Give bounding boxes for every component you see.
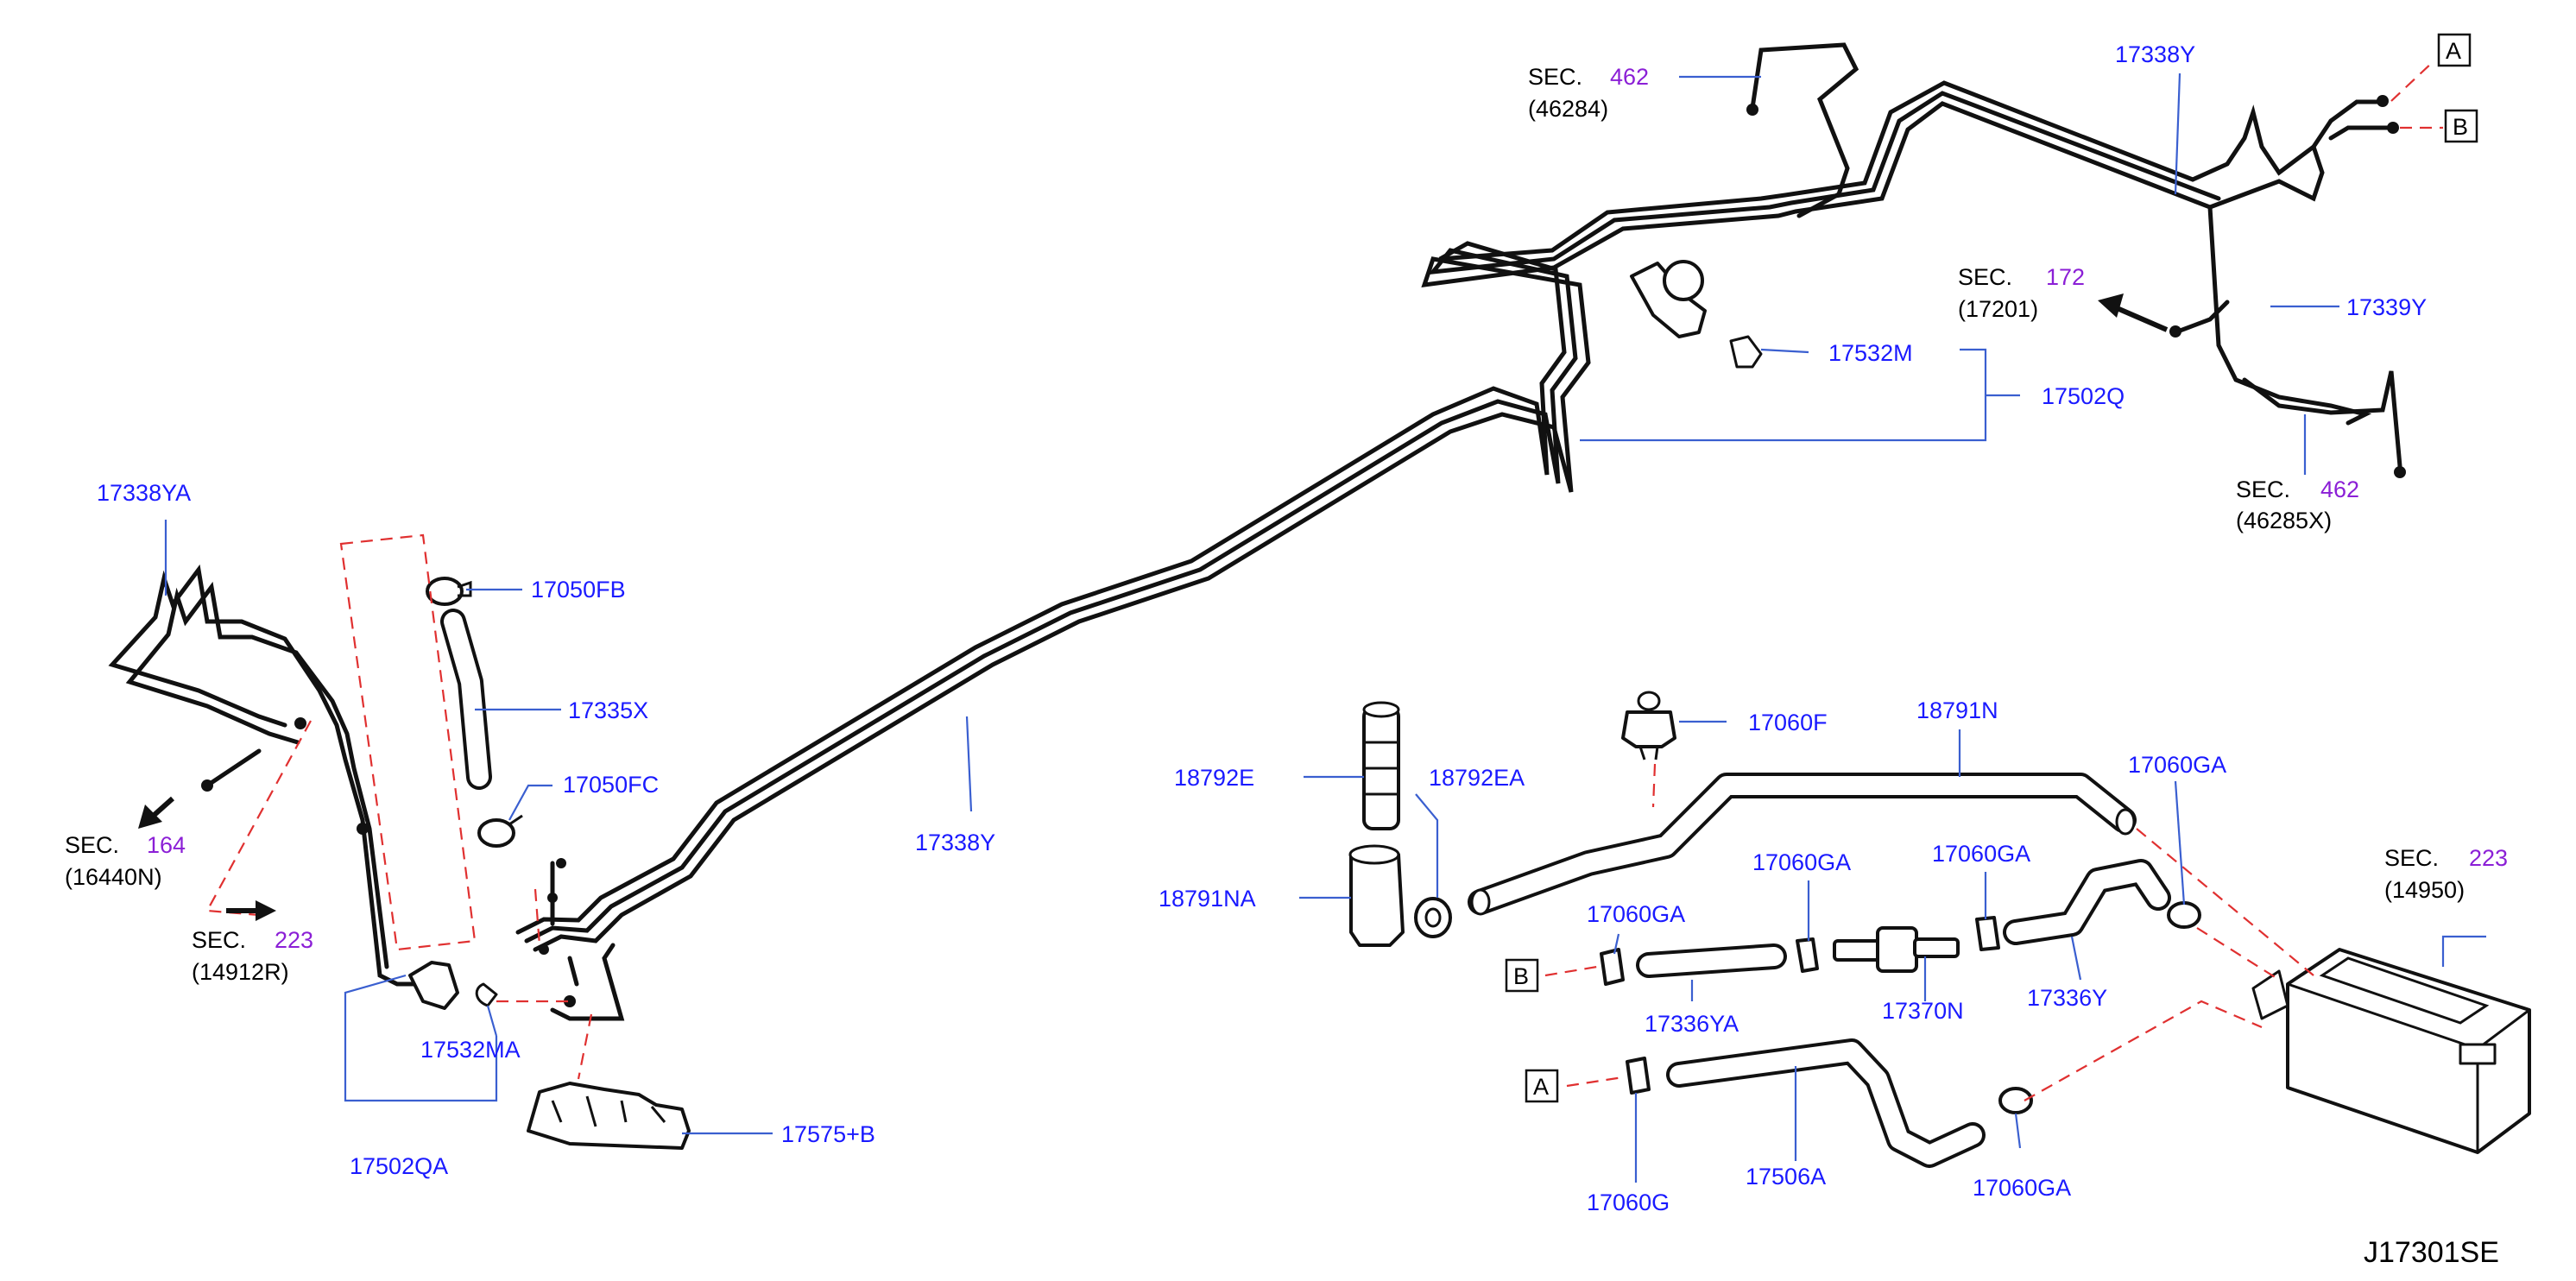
sec-462-right[interactable]: SEC. 462 (46285X) <box>2236 476 2359 533</box>
label-17506a[interactable]: 17506A <box>1746 1164 1826 1190</box>
part-labels: 17338YA 17050FB 17335X 17050FC 17532MA 1… <box>97 41 2427 1215</box>
clamp-17060g[interactable] <box>1626 1057 1651 1095</box>
label-18791na[interactable]: 18791NA <box>1159 886 1256 912</box>
direction-arrows <box>138 293 2169 921</box>
main-pipe-assembly <box>515 42 2406 952</box>
svg-text:B: B <box>2453 114 2468 140</box>
label-17050fb[interactable]: 17050FB <box>531 577 626 603</box>
clamp-17050fc[interactable] <box>477 814 523 848</box>
label-17532ma[interactable]: 17532MA <box>420 1037 521 1063</box>
label-17336y[interactable]: 17336Y <box>2027 985 2107 1011</box>
diagram-code: J17301SE <box>2364 1236 2499 1269</box>
canister-14950[interactable] <box>2251 948 2531 1154</box>
marker-a-hose[interactable]: A <box>1525 1069 1559 1103</box>
hose-17335x[interactable] <box>440 609 492 790</box>
connector-17532ma[interactable] <box>408 961 498 1010</box>
sec-223-right[interactable]: SEC. 223 (14950) <box>2384 845 2508 903</box>
label-17338y-center[interactable]: 17338Y <box>915 830 995 855</box>
label-17338y-top[interactable]: 17338Y <box>2115 41 2195 67</box>
connector-17532m-group[interactable] <box>1630 260 1763 369</box>
svg-text:223: 223 <box>275 927 313 953</box>
marker-a-top[interactable]: A <box>2437 33 2472 67</box>
arrow-icon <box>226 900 276 921</box>
left-pipe-17338ya <box>108 564 625 1021</box>
svg-text:(17201): (17201) <box>1958 296 2038 322</box>
svg-text:(16440N): (16440N) <box>65 864 162 890</box>
svg-text:462: 462 <box>2320 476 2359 502</box>
svg-text:A: A <box>1533 1074 1549 1100</box>
clamp-17050fb[interactable] <box>426 577 472 606</box>
svg-text:(14950): (14950) <box>2384 877 2465 903</box>
connector-18792e[interactable] <box>1362 701 1400 830</box>
label-17502qa[interactable]: 17502QA <box>350 1153 448 1179</box>
svg-text:223: 223 <box>2469 845 2508 871</box>
marker-b-top[interactable]: B <box>2444 109 2478 143</box>
check-valve-17370n[interactable] <box>1833 926 1960 973</box>
label-17060ga-right[interactable]: 17060GA <box>2128 752 2226 778</box>
connection-markers: A B B A <box>1505 33 2478 1103</box>
dashed-reference-lines <box>205 60 2443 1101</box>
section-references: SEC. 462 (46284) SEC. 172 (17201) SEC. 4… <box>65 64 2508 985</box>
label-17532m[interactable]: 17532M <box>1828 340 1913 366</box>
label-17050fc[interactable]: 17050FC <box>563 772 659 798</box>
sec-462-top[interactable]: SEC. 462 (46284) <box>1528 64 1649 122</box>
label-17338ya[interactable]: 17338YA <box>97 480 191 506</box>
hose-17336ya[interactable] <box>1636 943 1787 978</box>
svg-text:SEC.: SEC. <box>2236 476 2290 502</box>
svg-text:SEC.: SEC. <box>65 832 119 858</box>
label-17335x[interactable]: 17335X <box>568 697 648 723</box>
clamp-17060ga-bottom[interactable] <box>1998 1087 2033 1114</box>
svg-text:(46285X): (46285X) <box>2236 508 2332 533</box>
label-17339y[interactable]: 17339Y <box>2346 294 2427 320</box>
svg-text:462: 462 <box>1610 64 1649 90</box>
leader-lines <box>164 73 2486 1183</box>
svg-text:SEC.: SEC. <box>1528 64 1582 90</box>
arrow-icon <box>2098 293 2169 332</box>
hose-17336y[interactable] <box>2003 859 2171 945</box>
svg-text:164: 164 <box>147 832 186 858</box>
label-17370n[interactable]: 17370N <box>1882 998 1964 1024</box>
clamp-17060ga-mid2[interactable] <box>1975 916 2000 951</box>
marker-b-hose[interactable]: B <box>1505 958 1539 993</box>
svg-text:A: A <box>2446 38 2461 64</box>
label-17060ga-b[interactable]: 17060GA <box>1587 901 1685 927</box>
label-17060f[interactable]: 17060F <box>1748 710 1828 735</box>
label-17575b[interactable]: 17575+B <box>781 1121 875 1147</box>
left-small-parts <box>408 577 691 1150</box>
label-17060g[interactable]: 17060G <box>1587 1190 1670 1215</box>
label-18791n[interactable]: 18791N <box>1916 697 1998 723</box>
label-17336ya[interactable]: 17336YA <box>1645 1011 1739 1037</box>
svg-text:(46284): (46284) <box>1528 96 1608 122</box>
label-17060ga-mid1[interactable]: 17060GA <box>1752 849 1851 875</box>
clamp-17060ga-b[interactable] <box>1600 948 1625 986</box>
label-17060ga-mid2[interactable]: 17060GA <box>1932 841 2030 867</box>
svg-text:SEC.: SEC. <box>2384 845 2439 871</box>
clamp-17060ga-right[interactable] <box>2167 901 2201 929</box>
clamp-17060ga-mid1[interactable] <box>1796 937 1819 973</box>
sec-223-left[interactable]: SEC. 223 (14912R) <box>192 927 313 985</box>
grommet-18792ea[interactable] <box>1414 897 1452 938</box>
bracket-17575b[interactable] <box>527 1082 691 1150</box>
hose-18791na[interactable] <box>1348 844 1405 947</box>
arrow-icon <box>138 796 174 829</box>
svg-text:172: 172 <box>2046 264 2085 290</box>
hose-18791n[interactable] <box>1468 773 2137 916</box>
svg-text:B: B <box>1513 963 1529 989</box>
svg-text:SEC.: SEC. <box>192 927 246 953</box>
svg-text:SEC.: SEC. <box>1958 264 2012 290</box>
right-hose-group <box>1348 691 2531 1168</box>
sec-172[interactable]: SEC. 172 (17201) <box>1958 264 2085 322</box>
label-18792ea[interactable]: 18792EA <box>1429 765 1525 791</box>
hose-17506a[interactable] <box>1666 1038 1986 1168</box>
label-18792e[interactable]: 18792E <box>1174 765 1254 791</box>
svg-text:(14912R): (14912R) <box>192 959 289 985</box>
valve-17060f[interactable] <box>1621 691 1676 760</box>
label-17502q[interactable]: 17502Q <box>2042 383 2125 409</box>
sec-164[interactable]: SEC. 164 (16440N) <box>65 832 186 890</box>
label-17060ga-bottom[interactable]: 17060GA <box>1973 1175 2071 1201</box>
